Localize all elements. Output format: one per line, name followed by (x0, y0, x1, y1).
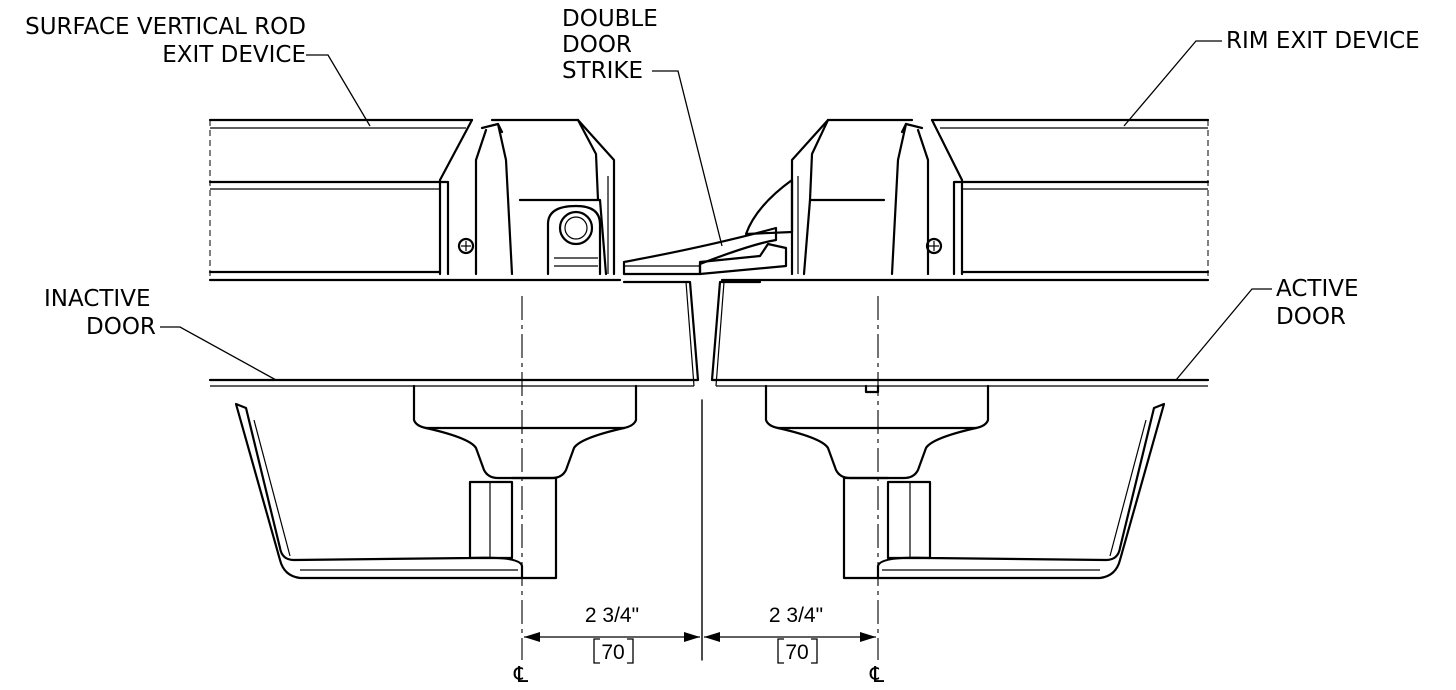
label-surface-rod-line2: EXIT DEVICE (162, 42, 306, 68)
dimension-left-metric: 70 (601, 641, 624, 664)
dimension-left: 2 3/4" 70 (524, 604, 700, 664)
label-rim-exit-device: RIM EXIT DEVICE (1226, 28, 1420, 54)
centerline-symbol-left: ℄ (513, 663, 529, 688)
callout-surface-vertical-rod: SURFACE VERTICAL ROD EXIT DEVICE (25, 14, 371, 127)
callout-rim-exit-device: RIM EXIT DEVICE (1123, 28, 1420, 127)
dimension-right: 2 3/4" 70 (704, 604, 876, 664)
callout-inactive-door: INACTIVE DOOR (44, 286, 277, 381)
label-inactive-line1: INACTIVE (44, 286, 150, 312)
centerline-symbol-right: ℄ (869, 663, 885, 688)
dimension-right-metric: 70 (785, 641, 808, 664)
centerlines: ℄ ℄ (513, 296, 885, 688)
inactive-lever-trim (234, 384, 638, 580)
label-active-line2: DOOR (1276, 304, 1346, 330)
surface-vertical-rod-exit-device (208, 118, 622, 282)
label-inactive-line2: DOOR (86, 314, 156, 340)
active-lever-trim (764, 384, 1166, 580)
callout-active-door: ACTIVE DOOR (1175, 276, 1359, 381)
rim-exit-device (720, 118, 1210, 282)
dimension-right-imperial: 2 3/4" (769, 604, 823, 627)
label-strike-line2: DOOR (562, 32, 632, 58)
dimension-left-imperial: 2 3/4" (585, 604, 639, 627)
label-strike-line1: DOUBLE (562, 6, 658, 32)
label-strike-line3: STRIKE (562, 58, 643, 84)
active-door (710, 280, 1210, 387)
inactive-door (208, 280, 700, 387)
label-active-line1: ACTIVE (1276, 276, 1359, 302)
double-door-strike (622, 226, 788, 276)
label-surface-rod-line1: SURFACE VERTICAL ROD (25, 14, 306, 40)
callout-double-door-strike: DOUBLE DOOR STRIKE (562, 6, 723, 247)
